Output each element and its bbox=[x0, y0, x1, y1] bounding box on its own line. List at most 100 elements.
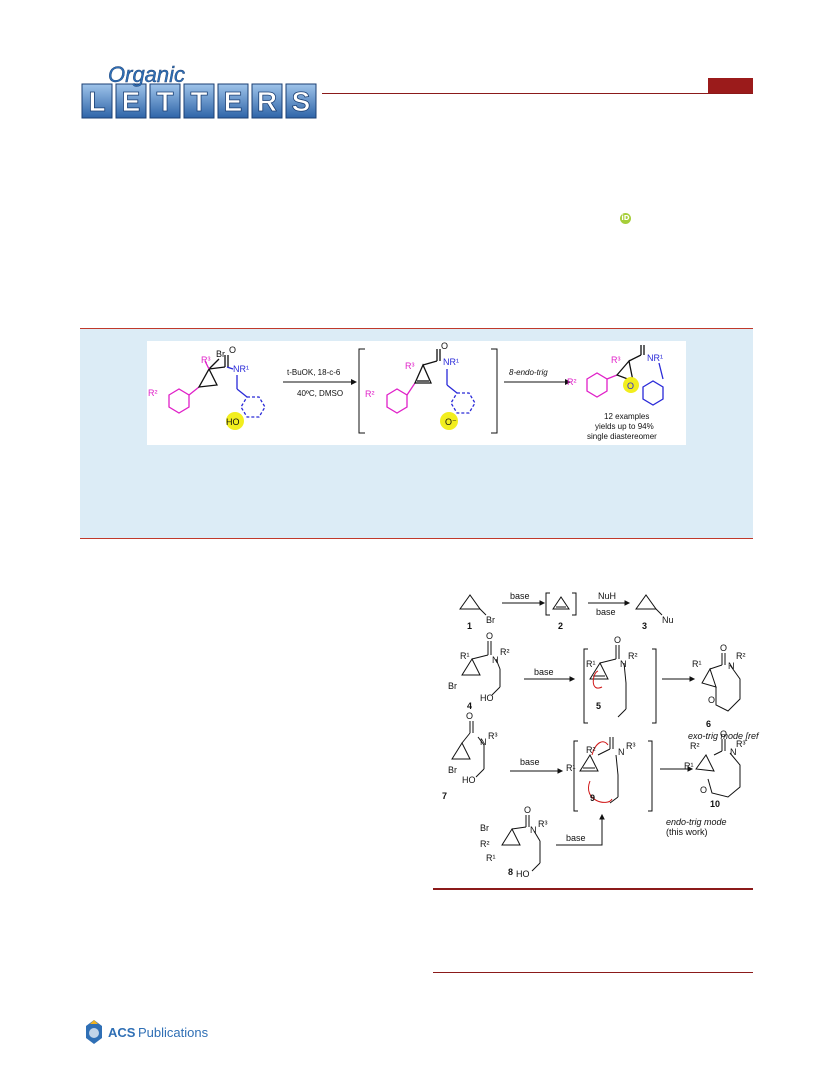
scheme-r1-nu: Nu bbox=[662, 615, 674, 625]
toc-step2-label: 8-endo-trig bbox=[509, 368, 548, 377]
scheme-r2-r2-c: R² bbox=[736, 651, 746, 661]
toc-r3-label-c: R³ bbox=[611, 355, 621, 365]
scheme-r4-arrow: base bbox=[566, 833, 586, 843]
compound-5: 5 bbox=[596, 701, 601, 711]
scheme-r4-ho: HO bbox=[516, 869, 530, 879]
scheme-r3-caption1: endo-trig mode bbox=[666, 817, 727, 827]
scheme-r2-o-c: O bbox=[720, 643, 727, 653]
toc-nr1-label-b: NR¹ bbox=[443, 357, 459, 367]
scheme-r3-n: N bbox=[480, 737, 487, 747]
scheme-r3-caption2: (this work) bbox=[666, 827, 708, 837]
scheme-r2-caption: exo-trig mode [ref 11] bbox=[688, 731, 760, 741]
scheme-r3-r1-b: R¹ bbox=[566, 763, 576, 773]
compound-6: 6 bbox=[706, 719, 711, 729]
toc-br-label: Br bbox=[216, 349, 225, 359]
scheme-r3-r1-c: R¹ bbox=[684, 761, 694, 771]
toc-r3-label-b: R³ bbox=[405, 361, 415, 371]
scheme-r2-r1-b: R¹ bbox=[586, 659, 596, 669]
acs-brand-light: Publications bbox=[138, 1025, 209, 1040]
acs-publications-logo[interactable]: ACS Publications bbox=[80, 1018, 230, 1048]
scheme-r2-arrow: base bbox=[534, 667, 554, 677]
scheme-r1-br: Br bbox=[486, 615, 495, 625]
logo-letter: T bbox=[190, 86, 207, 117]
toc-ho-label: HO bbox=[226, 417, 240, 427]
scheme-r3-r2-c: R² bbox=[690, 741, 700, 751]
scheme-r2-r1: R¹ bbox=[460, 651, 470, 661]
toc-r3-label-a: R³ bbox=[201, 355, 211, 365]
scheme-r1-arrow2-bottom: base bbox=[596, 607, 616, 617]
toc-reagents-bottom: 40ºC, DMSO bbox=[297, 389, 343, 398]
logo-tile bbox=[81, 83, 113, 119]
toc-graphic: R² R³ Br O NR¹ HO t-BuOK, 18-c-6 40ºC, D… bbox=[147, 341, 686, 445]
compound-4: 4 bbox=[467, 701, 472, 711]
scheme-r2-o: O bbox=[486, 631, 493, 641]
scheme-r3-arrow: base bbox=[520, 757, 540, 767]
scheme-r3-o-c: O bbox=[720, 729, 727, 739]
toc-result-line1: 12 examples bbox=[604, 412, 649, 421]
toc-nr1-label-c: NR¹ bbox=[647, 353, 663, 363]
logo-letter: R bbox=[257, 86, 277, 117]
compound-1: 1 bbox=[467, 621, 472, 631]
scheme-r3-n-c: N bbox=[730, 747, 737, 757]
toc-o-label-b: O bbox=[441, 341, 448, 351]
scheme-r4-br: Br bbox=[480, 823, 489, 833]
toc-r2-label-b: R² bbox=[365, 389, 375, 399]
toc-r2-label-a: R² bbox=[148, 388, 158, 398]
scheme-r2-r1-c: R¹ bbox=[692, 659, 702, 669]
orcid-icon[interactable]: iD bbox=[620, 213, 631, 224]
scheme-r4-r1: R¹ bbox=[486, 853, 496, 863]
scheme-r3-r3-c: R³ bbox=[736, 739, 746, 749]
logo-letter: S bbox=[292, 86, 311, 117]
logo-letter: L bbox=[88, 86, 105, 117]
compound-8: 8 bbox=[508, 867, 513, 877]
compound-3: 3 bbox=[642, 621, 647, 631]
scheme-r1-arrow2-top: NuH bbox=[598, 591, 616, 601]
compound-9: 9 bbox=[590, 793, 595, 803]
scheme-r2-n-c: N bbox=[728, 661, 735, 671]
logo-organic-word: Organic bbox=[108, 62, 185, 87]
scheme-r2-n-b: N bbox=[620, 659, 627, 669]
logo-letter: E bbox=[122, 86, 141, 117]
scheme-r2-ho: HO bbox=[480, 693, 494, 703]
logo-tile bbox=[149, 83, 181, 119]
scheme-r2-r2-b: R² bbox=[628, 651, 638, 661]
scheme-r3-r3-b: R³ bbox=[626, 741, 636, 751]
logo-tile bbox=[217, 83, 249, 119]
scheme-r1-arrow1: base bbox=[510, 591, 530, 601]
scheme-r2-o-ring: O bbox=[708, 695, 715, 705]
toc-oneg-label: O⁻ bbox=[445, 417, 457, 427]
toc-result-line3: single diastereomer bbox=[587, 432, 657, 441]
scheme-r3-o: O bbox=[466, 711, 473, 721]
scheme-r4-r3: R³ bbox=[538, 819, 548, 829]
scheme-r3-br: Br bbox=[448, 765, 457, 775]
toc-reagents-top: t-BuOK, 18-c-6 bbox=[287, 368, 341, 377]
compound-10: 10 bbox=[710, 799, 720, 809]
scheme-r4-n: N bbox=[530, 825, 537, 835]
scheme-r2-br: Br bbox=[448, 681, 457, 691]
toc-o-label-c: O bbox=[627, 381, 634, 391]
scheme-r3-r3: R³ bbox=[488, 731, 498, 741]
logo-tile bbox=[285, 83, 317, 119]
scheme-r3-r2-b: R² bbox=[586, 745, 596, 755]
toc-result-line2: yields up to 94% bbox=[595, 422, 654, 431]
logo-tile bbox=[251, 83, 283, 119]
scheme-rule-bottom bbox=[433, 972, 753, 973]
scheme-rule-top bbox=[433, 888, 753, 890]
scheme-r3-ho: HO bbox=[462, 775, 476, 785]
scheme-r4-o: O bbox=[524, 805, 531, 815]
header-rule bbox=[322, 93, 753, 94]
logo-letter: T bbox=[156, 86, 173, 117]
logo-tile bbox=[115, 83, 147, 119]
scheme-r3-o-ring: O bbox=[700, 785, 707, 795]
scheme-r3-n-b: N bbox=[618, 747, 625, 757]
scheme-r2-o-b: O bbox=[614, 635, 621, 645]
compound-2: 2 bbox=[558, 621, 563, 631]
header-tab bbox=[708, 78, 753, 93]
reaction-scheme: Br base NuH base Nu 1 2 3 R¹ O N R² Br H… bbox=[440, 583, 773, 885]
toc-r2-label-c: R² bbox=[567, 377, 577, 387]
logo-letter: E bbox=[224, 86, 243, 117]
toc-o-label-a: O bbox=[229, 345, 236, 355]
scheme-r2-r2: R² bbox=[500, 647, 510, 657]
scheme-r4-r2: R² bbox=[480, 839, 490, 849]
